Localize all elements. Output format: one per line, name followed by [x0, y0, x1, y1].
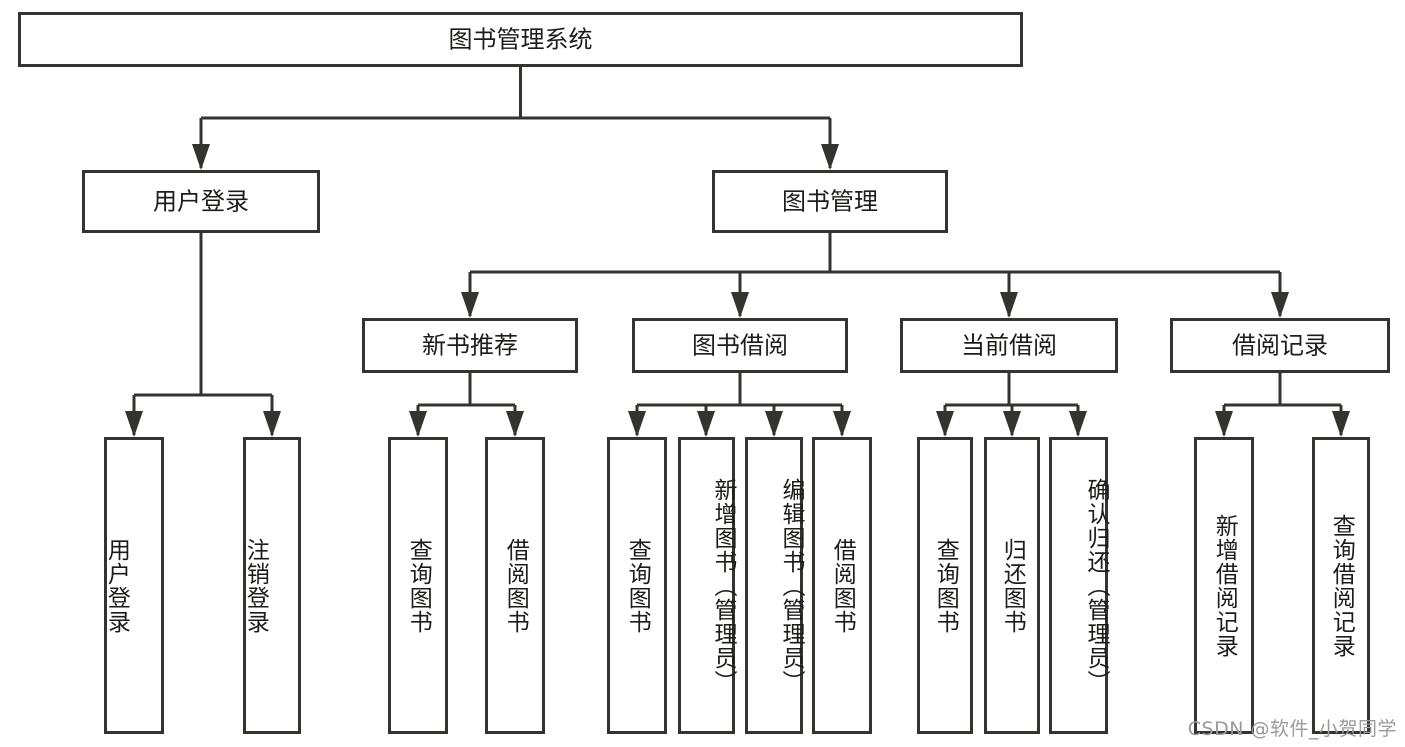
leaf-node-3-box[interactable] — [485, 437, 545, 734]
arrow-head-icon — [1271, 292, 1289, 318]
level3-node-0-box[interactable] — [362, 318, 578, 373]
root-node-box[interactable] — [18, 12, 1023, 67]
level2-node-0-label: 用户登录 — [153, 188, 249, 216]
arrow-head-icon — [263, 411, 281, 437]
level2-node-0-box[interactable] — [82, 170, 320, 233]
arrow-head-icon — [628, 411, 646, 437]
arrow-head-icon — [731, 292, 749, 318]
level3-node-0-label: 新书推荐 — [422, 332, 518, 360]
arrow-head-icon — [1332, 411, 1350, 437]
box-layer — [18, 12, 1390, 734]
arrow-head-icon — [1069, 411, 1087, 437]
leaf-node-4-box[interactable] — [607, 437, 667, 734]
arrow-head-icon — [936, 411, 954, 437]
leaf-node-11-box[interactable] — [1194, 437, 1254, 734]
root-node-label: 图书管理系统 — [449, 26, 593, 54]
level3-node-3-label: 借阅记录 — [1232, 332, 1328, 360]
leaf-node-5-box[interactable] — [678, 437, 735, 734]
arrow-head-icon — [697, 411, 715, 437]
leaf-node-2-box[interactable] — [388, 437, 448, 734]
arrow-head-icon — [1003, 411, 1021, 437]
arrow-head-icon — [506, 411, 524, 437]
leaf-node-6-box[interactable] — [745, 437, 803, 734]
arrow-head-icon — [409, 411, 427, 437]
arrow-head-icon — [192, 144, 210, 170]
level3-node-2-label: 当前借阅 — [961, 332, 1057, 360]
leaf-node-12-box[interactable] — [1312, 437, 1370, 734]
leaf-node-8-box[interactable] — [917, 437, 973, 734]
arrow-head-icon — [833, 411, 851, 437]
level2-node-1-box[interactable] — [712, 170, 948, 233]
arrow-head-icon — [1000, 292, 1018, 318]
leaf-node-0-box[interactable] — [104, 437, 164, 734]
leaf-node-10-box[interactable] — [1049, 437, 1108, 734]
level3-node-3-box[interactable] — [1170, 318, 1390, 373]
arrow-head-icon — [461, 292, 479, 318]
level2-node-1-label: 图书管理 — [782, 188, 878, 216]
leaf-node-9-box[interactable] — [984, 437, 1040, 734]
leaf-node-7-box[interactable] — [812, 437, 872, 734]
connector-layer — [125, 67, 1350, 437]
leaf-node-1-box[interactable] — [243, 437, 301, 734]
level3-node-2-box[interactable] — [900, 318, 1118, 373]
arrow-head-icon — [765, 411, 783, 437]
arrow-head-icon — [1215, 411, 1233, 437]
arrow-head-icon — [821, 144, 839, 170]
level3-node-1-box[interactable] — [632, 318, 848, 373]
level3-node-1-label: 图书借阅 — [692, 332, 788, 360]
watermark-text: CSDN @软件_小贺同学 — [1187, 718, 1397, 740]
arrow-head-icon — [125, 411, 143, 437]
